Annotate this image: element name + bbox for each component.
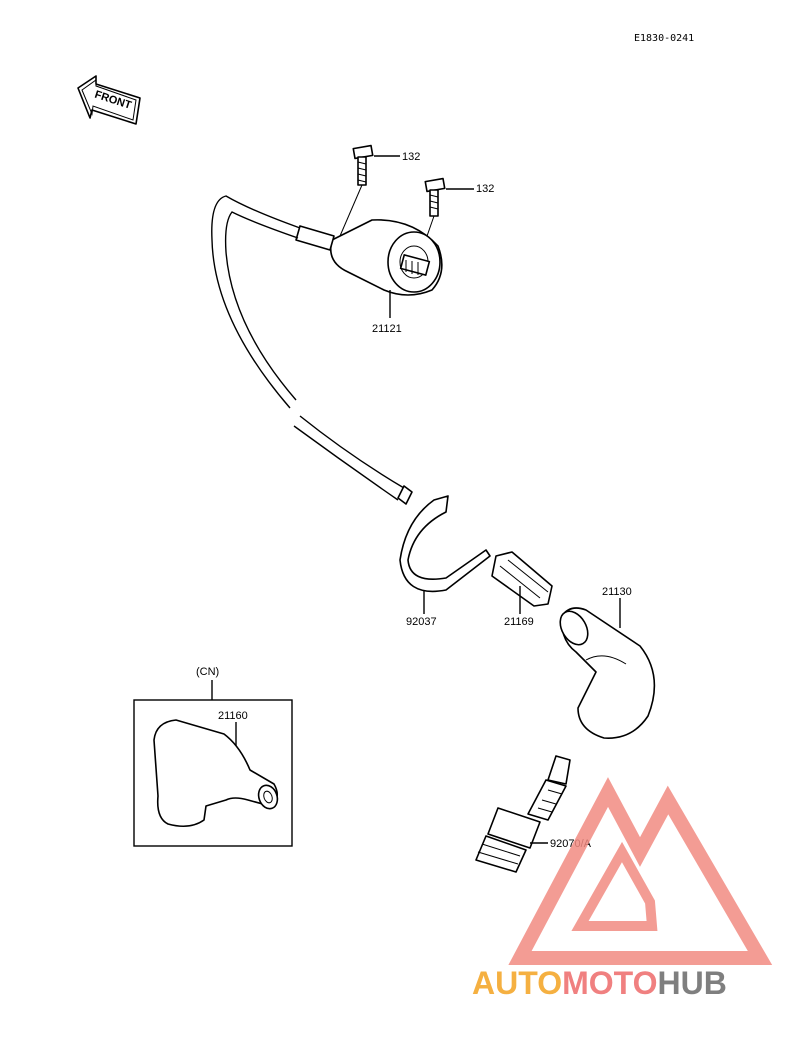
- watermark-auto: AUTO: [472, 965, 562, 1001]
- part-label-132-lower: 132: [476, 183, 494, 195]
- part-label-92037: 92037: [406, 616, 437, 628]
- variant-plug-cap: [153, 719, 279, 828]
- part-label-132-upper: 132: [402, 151, 420, 163]
- front-arrow-icon: FRONT: [77, 75, 141, 125]
- part-label-21160: 21160: [218, 710, 248, 722]
- variant-box: [133, 699, 293, 847]
- part-label-21130: 21130: [602, 586, 632, 598]
- variant-label: (CN): [196, 666, 219, 678]
- cap-terminal: [491, 551, 553, 607]
- ignition-coil: [295, 219, 443, 296]
- watermark-hub: HUB: [657, 965, 726, 1001]
- part-label-21169: 21169: [504, 616, 534, 628]
- watermark-text: AUTOMOTOHUB: [472, 965, 727, 1001]
- bolt-lower: [424, 177, 474, 217]
- spark-plug: [475, 755, 571, 873]
- lead-clamp: [399, 495, 491, 593]
- spark-plug-cap: [559, 607, 656, 739]
- watermark-moto: MOTO: [562, 965, 657, 1001]
- watermark-logo-icon: [508, 777, 773, 965]
- diagram-ref-code: E1830-0241: [634, 33, 694, 44]
- bolt-upper: [352, 144, 400, 186]
- part-label-21121: 21121: [372, 323, 402, 335]
- high-tension-lead: [211, 195, 413, 505]
